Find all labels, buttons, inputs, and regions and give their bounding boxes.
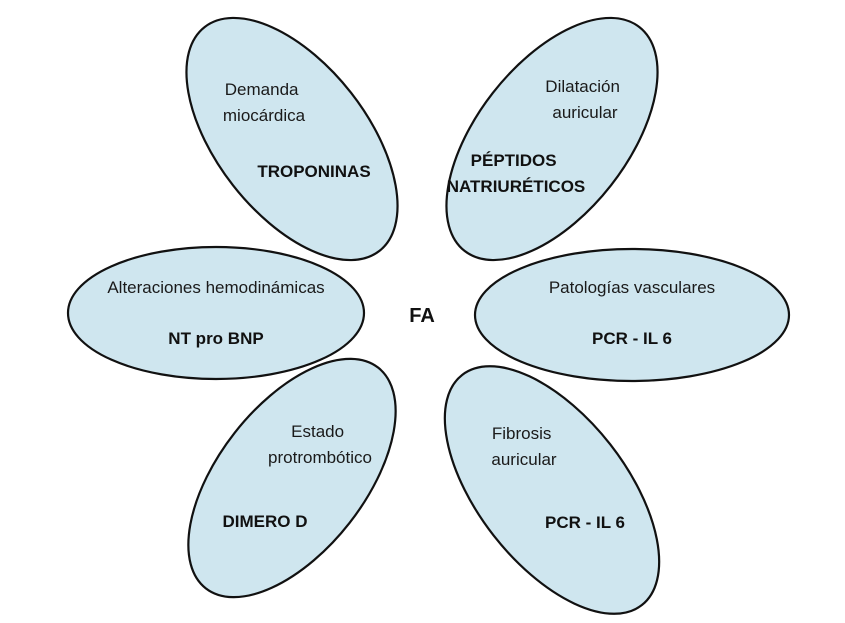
petal-marker: PCR - IL 6 bbox=[592, 329, 672, 348]
petal-description: Dilatación auricular bbox=[545, 77, 624, 122]
petal-description: Fibrosis auricular bbox=[491, 424, 557, 469]
petal-dilatacion-auricular: Dilatación auricular PÉPTIDOS NATRIURÉTI… bbox=[445, 16, 659, 262]
petal-shape bbox=[66, 245, 366, 381]
petal-marker: PCR - IL 6 bbox=[545, 513, 625, 532]
petal-patologias-vasculares: Patologías vasculares PCR - IL 6 bbox=[473, 247, 791, 383]
petal-shape bbox=[187, 357, 397, 599]
petal-shape bbox=[473, 247, 791, 383]
petal-estado-protrombotico: Estado protrombótico DIMERO D bbox=[187, 357, 397, 599]
petal-description: Demanda miocárdica bbox=[223, 80, 306, 125]
petal-description: Alteraciones hemodinámicas bbox=[107, 278, 324, 297]
petal-fibrosis-auricular: Fibrosis auricular PCR - IL 6 bbox=[443, 365, 661, 615]
petal-demanda-miocardica: Demanda miocárdica TROPONINAS bbox=[185, 16, 399, 262]
petal-marker: DIMERO D bbox=[223, 512, 308, 531]
petal-shape bbox=[185, 16, 399, 262]
center-label: FA bbox=[409, 305, 435, 327]
petal-marker: TROPONINAS bbox=[257, 162, 370, 181]
petal-shape bbox=[443, 365, 661, 615]
petal-alteraciones-hemodinamicas: Alteraciones hemodinámicas NT pro BNP bbox=[66, 245, 366, 381]
petal-description: Estado protrombótico bbox=[268, 422, 372, 467]
petal-marker: NT pro BNP bbox=[168, 329, 263, 348]
petal-marker: PÉPTIDOS NATRIURÉTICOS bbox=[447, 151, 586, 196]
petal-shape bbox=[445, 16, 659, 262]
petal-description: Patologías vasculares bbox=[549, 278, 715, 297]
